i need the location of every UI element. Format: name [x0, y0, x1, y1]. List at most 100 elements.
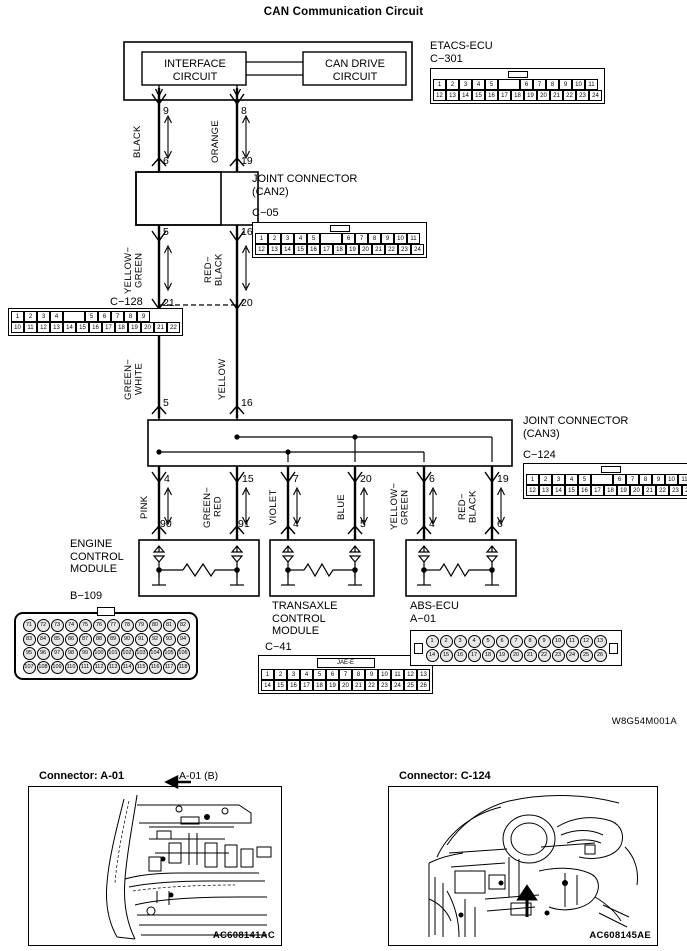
connector-pin: 15 — [76, 322, 89, 333]
connector-pin: 13 — [593, 634, 607, 648]
connector-pin: 12 — [433, 90, 446, 101]
connector-pin: 10 — [394, 233, 407, 244]
connector-pin: 113 — [106, 660, 120, 674]
connector-pin: 1 — [11, 311, 24, 322]
connector-pin: 14 — [261, 680, 274, 691]
connector-pin: 112 — [92, 660, 106, 674]
connector-pin: 12 — [37, 322, 50, 333]
connector-pin: 4 — [565, 474, 578, 485]
connector-pin: 79 — [134, 618, 148, 632]
connector-pin: 17 — [300, 680, 313, 691]
connector-notch — [507, 71, 528, 78]
connector-pin: 15 — [439, 648, 453, 662]
connector-pin: 110 — [64, 660, 78, 674]
connector-pin: 20 — [359, 244, 372, 255]
connector-pin: 75 — [78, 618, 92, 632]
connector-pin: 6 — [520, 79, 533, 90]
wire-color-yellow-green-lower: YELLOW− GREEN — [389, 482, 411, 530]
connector-pin: 8 — [639, 474, 652, 485]
connector-pin: 5 — [481, 634, 495, 648]
connector-pin: 17 — [591, 485, 604, 496]
connector-pin: 18 — [313, 680, 326, 691]
connector-pin: 25 — [579, 648, 593, 662]
interface-circuit-label: INTERFACE CIRCUIT — [164, 58, 226, 83]
connector-pin: 13 — [268, 244, 281, 255]
panel-callout-label: A-01 (B) — [179, 770, 219, 782]
connector-pin: 7 — [339, 669, 352, 680]
connector-pin — [498, 79, 520, 90]
wire-color-green-white: GREEN− WHITE — [123, 358, 145, 400]
connector-pin: 19 — [495, 648, 509, 662]
connector-pin: 14 — [425, 648, 439, 662]
c41-marking: JAE-E — [316, 658, 375, 668]
connector-pin: 24 — [565, 648, 579, 662]
connector-pin: 16 — [453, 648, 467, 662]
connector-pin: 18 — [333, 244, 346, 255]
connector-pin: 85 — [50, 632, 64, 646]
connector-pin: 7 — [509, 634, 523, 648]
connector-pin: 20 — [509, 648, 523, 662]
connector-latch-left — [414, 642, 423, 654]
connector-pin: 104 — [148, 646, 162, 660]
connector-pin: 115 — [134, 660, 148, 674]
wire-color-violet: VIOLET — [268, 489, 279, 525]
connector-pin: 9 — [537, 634, 551, 648]
connector-pin: 3 — [287, 669, 300, 680]
connector-pin: 9 — [381, 233, 394, 244]
connector-pin: 12 — [255, 244, 268, 255]
connector-pin: 109 — [50, 660, 64, 674]
wire-color-black: BLACK — [132, 125, 143, 159]
connector-pin: 20 — [537, 90, 550, 101]
connector-pin: 16 — [287, 680, 300, 691]
connector-pin: 17 — [498, 90, 511, 101]
connector-pin: 107 — [22, 660, 36, 674]
connector-pin: 13 — [446, 90, 459, 101]
connector-pin: 11 — [24, 322, 37, 333]
connector-pin: 7 — [626, 474, 639, 485]
connector-pin: 24 — [682, 485, 687, 496]
connector-pin: 111 — [78, 660, 92, 674]
connector-pin: 91 — [134, 632, 148, 646]
pin-black-top: 9 — [163, 105, 169, 117]
connector-pin: 98 — [64, 646, 78, 660]
connector-location-panel-a01: Connector: A-01 A-01 (B) AC608141AC — [28, 770, 282, 946]
engine-control-module-code: B−109 — [70, 590, 103, 602]
pin-orange-bottom: 19 — [241, 155, 253, 167]
connector-pin: 7 — [111, 311, 124, 322]
etacs-ecu-label: ETACS-ECU — [430, 40, 493, 52]
pin-green-red-bottom: 91 — [238, 518, 250, 530]
connector-pin: 10 — [665, 474, 678, 485]
panel-caption: Connector: A-01 — [37, 770, 127, 782]
connector-pin: 2 — [539, 474, 552, 485]
connector-pin: 100 — [92, 646, 106, 660]
connector-pin: 95 — [22, 646, 36, 660]
connector-pin: 20 — [141, 322, 154, 333]
pin-can2-out-right: 16 — [241, 226, 253, 238]
connector-pin — [320, 233, 342, 244]
connector-pin: 2 — [24, 311, 37, 322]
wire-color-green-red: GREEN− RED — [202, 486, 224, 528]
pin-can2-out-left: 5 — [163, 226, 169, 238]
connector-pin: 81 — [162, 618, 176, 632]
pin-blue-top: 20 — [360, 473, 372, 485]
connector-pin: 5 — [578, 474, 591, 485]
connector-pin: 99 — [78, 646, 92, 660]
abs-ecu-code: A−01 — [410, 613, 436, 625]
connector-pin: 7 — [533, 79, 546, 90]
panel-caption: Connector: C-124 — [397, 770, 493, 782]
connector-pin: 11 — [391, 669, 404, 680]
connector-pin: 8 — [124, 311, 137, 322]
pin-violet-top: 7 — [293, 473, 299, 485]
connector-pin: 2 — [439, 634, 453, 648]
connector-pin: 84 — [36, 632, 50, 646]
connector-latch-right — [609, 642, 618, 654]
connector-pin: 93 — [162, 632, 176, 646]
connector-pin: 86 — [64, 632, 78, 646]
pin-red-black-lower-top: 19 — [497, 473, 509, 485]
connector-pin: 92 — [148, 632, 162, 646]
